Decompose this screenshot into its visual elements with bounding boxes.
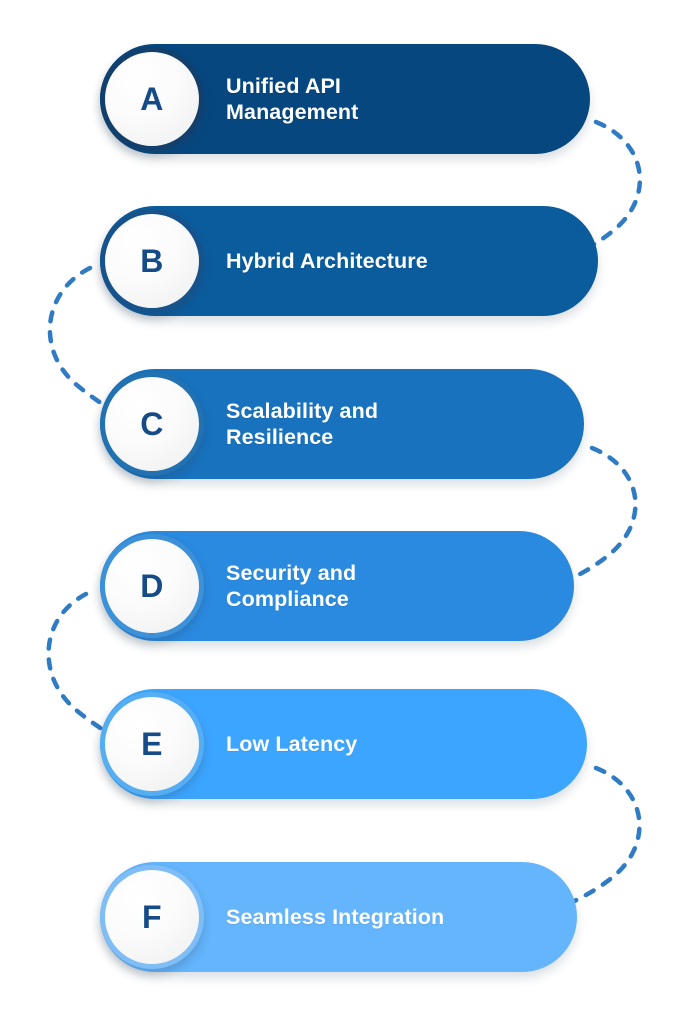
step-badge-d[interactable]: D: [100, 534, 204, 638]
step-row-d[interactable]: Security and Compliance D: [100, 531, 574, 641]
step-badge-letter-c: C: [140, 406, 164, 442]
step-badge-letter-a: A: [140, 81, 164, 117]
step-row-f[interactable]: Seamless Integration F: [100, 862, 577, 972]
step-badge-b[interactable]: B: [100, 209, 204, 313]
step-badge-letter-e: E: [141, 726, 163, 762]
step-badge-a[interactable]: A: [100, 47, 204, 151]
step-row-e[interactable]: Low Latency E: [100, 689, 587, 799]
step-badge-c[interactable]: C: [100, 372, 204, 476]
step-badge-f[interactable]: F: [100, 865, 204, 969]
step-badge-letter-b: B: [140, 243, 164, 279]
step-label-d: Security and Compliance: [226, 560, 357, 611]
connector-a-b: [537, 119, 642, 271]
step-label-c: Scalability and Resilience: [226, 398, 379, 449]
step-label-f: Seamless Integration: [226, 904, 445, 929]
step-badge-letter-d: D: [140, 568, 164, 604]
step-row-a[interactable]: Unified API Management A: [100, 44, 590, 154]
step-label-a: Unified API Management: [226, 73, 359, 124]
step-row-b[interactable]: Hybrid Architecture B: [100, 206, 598, 316]
step-label-e: Low Latency: [226, 731, 358, 756]
step-row-c[interactable]: Scalability and Resilience C: [100, 369, 584, 479]
step-label-b: Hybrid Architecture: [226, 248, 428, 273]
step-badge-letter-f: F: [141, 899, 163, 935]
step-badge-e[interactable]: E: [100, 692, 204, 796]
